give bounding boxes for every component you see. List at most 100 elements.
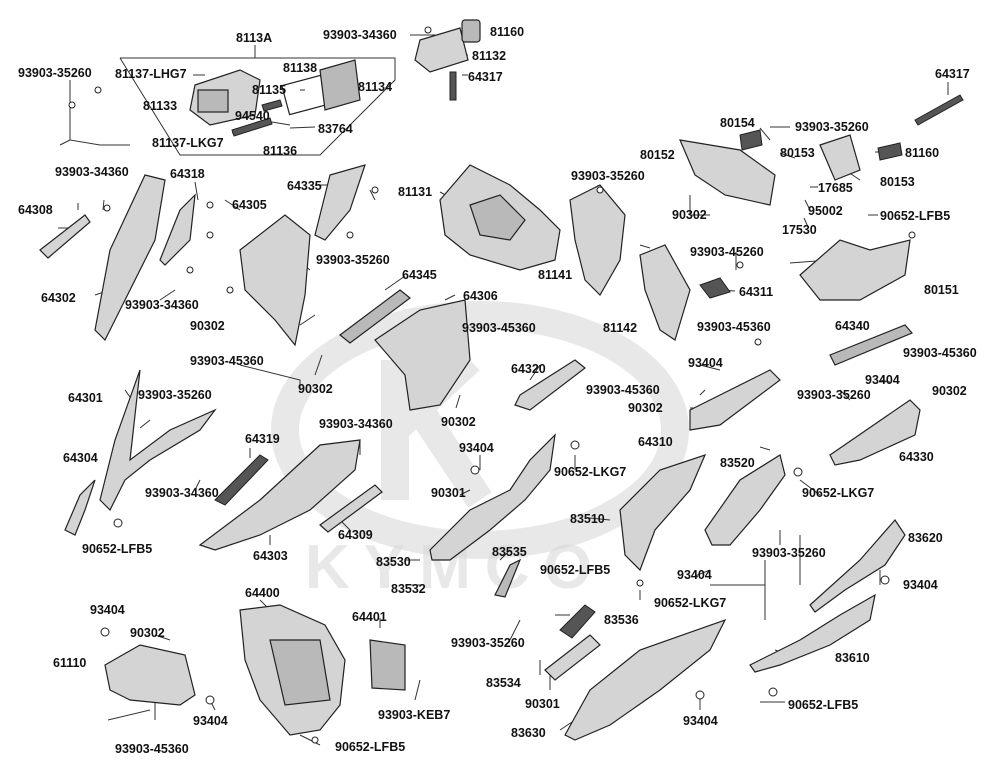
panel-64400 [239,604,346,736]
label-81138: 81138 [283,61,317,75]
label-90652-LFB5: 90652-LFB5 [82,542,152,556]
label-8113A: 8113A [236,31,272,45]
label-93903-45360: 93903-45360 [190,354,264,368]
label-93903-KEB7: 93903-KEB7 [378,708,450,722]
panel-64330 [829,399,921,466]
panel-80152 [679,139,776,206]
panel-83620 [809,519,906,613]
label-83764: 83764 [318,122,353,136]
panel-83630 [564,618,727,741]
label-64303: 64303 [253,549,288,563]
label-83520: 83520 [720,456,755,470]
label-95002: 95002 [808,204,843,218]
label-93903-35260: 93903-35260 [752,546,826,560]
panel-64345 [339,289,411,344]
label-93903-35260: 93903-35260 [795,120,869,134]
parts [39,19,964,744]
label-93903-34360: 93903-34360 [323,28,397,42]
label-64400: 64400 [245,586,280,600]
label-81141: 81141 [538,268,572,282]
label-17685: 17685 [818,181,853,195]
label-90301: 90301 [431,486,466,500]
label-93903-34360: 93903-34360 [125,298,199,312]
label-80152: 80152 [640,148,675,162]
label-80153: 80153 [780,146,815,160]
label-83534: 83534 [486,676,521,690]
label-90652-LKG7: 90652-LKG7 [554,465,626,479]
label-81137-LKG7: 81137-LKG7 [152,136,224,150]
label-90302: 90302 [190,319,225,333]
label-81137-LHG7: 81137-LHG7 [115,67,187,81]
label-90301: 90301 [525,697,560,711]
label-64401: 64401 [352,610,387,624]
label-90652-LFB5: 90652-LFB5 [880,209,950,223]
label-64310: 64310 [638,435,673,449]
label-83630: 83630 [511,726,546,740]
label-90302: 90302 [130,626,165,640]
label-93404: 93404 [865,373,900,387]
label-64306: 64306 [463,289,498,303]
label-93903-45360: 93903-45360 [903,346,977,360]
label-83530: 83530 [376,555,411,569]
label-83620: 83620 [908,531,943,545]
label-64311: 64311 [739,285,773,299]
label-93404: 93404 [90,603,125,617]
label-81142: 81142 [603,321,637,335]
label-93903-45360: 93903-45360 [586,383,660,397]
label-64317: 64317 [468,70,503,84]
panel-64309 [319,484,383,533]
label-93903-34360: 93903-34360 [55,165,129,179]
panel-61110 [104,644,196,706]
label-64305: 64305 [232,198,267,212]
label-64302: 64302 [41,291,76,305]
label-90652-LFB5: 90652-LFB5 [788,698,858,712]
panel-83520 [704,454,786,546]
label-64345: 64345 [402,268,437,282]
label-80154: 80154 [720,116,755,130]
label-64309: 64309 [338,528,373,542]
label-81160: 81160 [905,146,939,160]
label-90302: 90302 [441,415,476,429]
label-81160: 81160 [490,25,524,39]
panel-81132 [414,19,481,101]
panel-64319 [214,454,269,506]
label-61110: 61110 [53,656,86,670]
label-93404: 93404 [688,356,723,370]
label-90302: 90302 [298,382,333,396]
label-90302: 90302 [932,384,967,398]
label-80151: 80151 [924,283,959,297]
panel-64310 [689,369,781,431]
label-93903-34360: 93903-34360 [319,417,393,431]
label-81132: 81132 [472,49,506,63]
panel-83530 [429,433,556,561]
label-81134: 81134 [358,80,392,94]
label-64308: 64308 [18,203,53,217]
panel-64301 [99,369,217,512]
label-93903-35260: 93903-35260 [451,636,525,650]
label-93903-35260: 93903-35260 [316,253,390,267]
panel-64311 [699,277,731,299]
label-90652-LFB5: 90652-LFB5 [540,563,610,577]
label-93903-35260: 93903-35260 [571,169,645,183]
label-64340: 64340 [835,319,870,333]
label-93903-45260: 93903-45260 [690,245,764,259]
label-94540: 94540 [235,109,270,123]
label-90652-LFB5: 90652-LFB5 [335,740,405,754]
panel-64306 [374,299,471,411]
label-93903-34360: 93903-34360 [145,486,219,500]
label-17530: 17530 [782,223,817,237]
label-81136: 81136 [263,144,297,158]
panel-64304 [64,479,96,536]
panel-80151 [799,239,911,301]
label-90302: 90302 [628,401,663,415]
panel-81142 [639,244,691,341]
label-83532: 83532 [391,582,426,596]
label-81135: 81135 [252,83,286,97]
label-93903-35260: 93903-35260 [138,388,212,402]
panel-64305 [239,214,311,347]
label-93903-35260: 93903-35260 [18,66,92,80]
panel-64340 [829,324,914,366]
label-64320: 64320 [511,362,546,376]
label-93404: 93404 [683,714,718,728]
panel-64335 [314,164,366,241]
